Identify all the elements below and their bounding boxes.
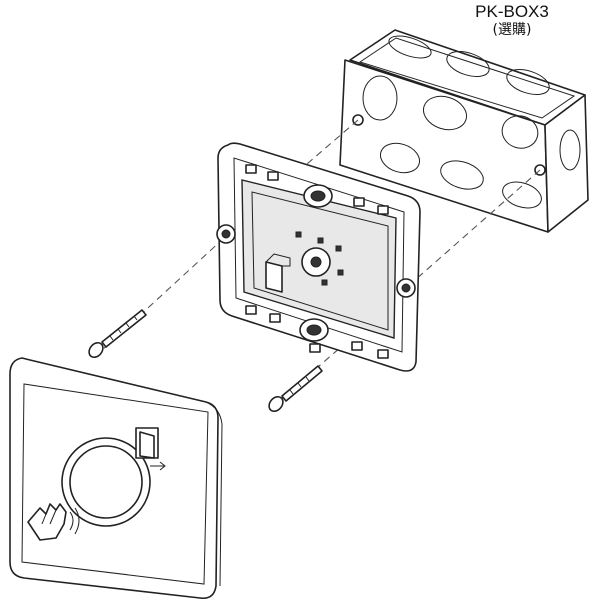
screw-upper: [88, 309, 147, 359]
hand-wave-icon: [27, 503, 80, 541]
model-label: PK-BOX3: [475, 2, 549, 21]
junction-box: [339, 29, 589, 233]
door-exit-icon: [135, 427, 166, 471]
screw-lower: [268, 365, 323, 413]
exit-button-cover: [9, 357, 223, 600]
mounting-frame: [216, 142, 421, 372]
exit-button-center: [69, 445, 143, 519]
optional-note: (選購): [492, 22, 532, 38]
